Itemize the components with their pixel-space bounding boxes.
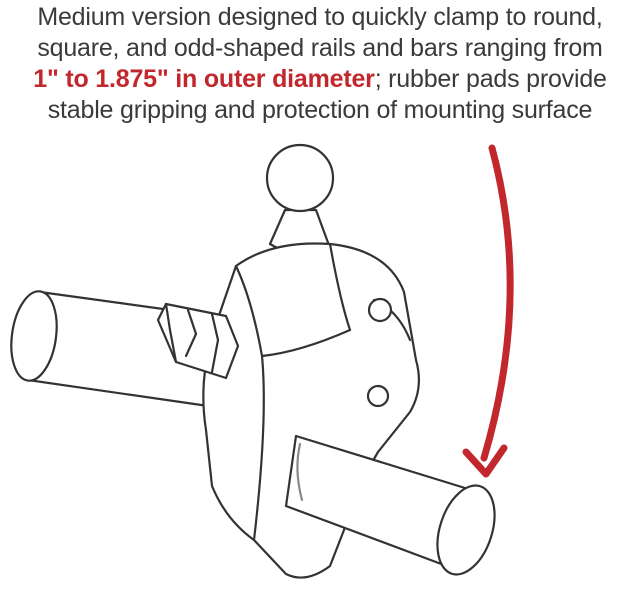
description-line-3-rest: ; rubber pads provide — [374, 65, 607, 93]
ball-mount — [265, 143, 335, 256]
description-line-4: stable gripping and protection of mounti… — [47, 96, 593, 124]
description-line-2: square, and odd-shaped rails and bars ra… — [37, 34, 603, 62]
clamp-knob — [156, 302, 240, 380]
description-line-1: Medium version designed to quickly clamp… — [37, 3, 603, 31]
clamp-body — [202, 242, 421, 579]
rail-bar-front — [284, 434, 496, 576]
description-line-3: 1" to 1.875" in outer diameter; rubber p… — [0, 64, 640, 95]
diameter-range-highlight: 1" to 1.875" in outer diameter — [33, 65, 375, 93]
curved-red-arrow-icon — [462, 144, 514, 478]
product-description: Medium version designed to quickly clamp… — [0, 2, 640, 126]
